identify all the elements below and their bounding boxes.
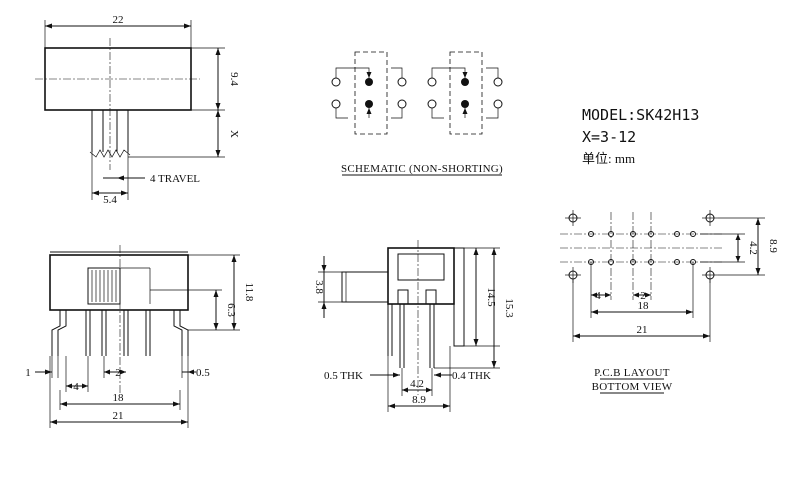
side-total-height-label: 15.3 xyxy=(503,298,515,318)
pcb-caption-line1: P.C.B LAYOUT xyxy=(594,367,670,379)
side-right-thk-label: 0.4 THK xyxy=(452,370,491,382)
side-body-height-label: 14.5 xyxy=(485,287,497,307)
top-x-label: X xyxy=(228,130,240,138)
front-pin-thk-label: 0.5 xyxy=(196,367,210,379)
pcb-layout: 4.2 8.9 4 2 18 21 P.C.B LAYOUT BOTTOM xyxy=(560,210,779,394)
side-actuator-height-label: 3.8 xyxy=(313,280,325,294)
pcb-caption-line2: BOTTOM VIEW xyxy=(592,381,673,393)
front-pin-width-label: 1 xyxy=(25,367,31,379)
front-body-height-label: 6.3 xyxy=(225,303,237,317)
schematic: SCHEMATIC (NON-SHORTING) xyxy=(331,51,503,176)
side-width-label: 8.9 xyxy=(412,394,426,406)
top-height-label: 9.4 xyxy=(228,72,240,86)
model-name: MODEL:SK42H13 xyxy=(582,106,699,124)
front-outer-span-label: 21 xyxy=(113,410,124,422)
top-width-label: 22 xyxy=(113,14,124,26)
front-outer-pitch-label: 4 xyxy=(73,381,79,393)
pcb-pitch-label: 2 xyxy=(640,290,646,302)
unit-label: 单位: mm xyxy=(582,151,635,166)
front-total-height-label: 11.8 xyxy=(243,283,255,302)
top-travel-label: 4 TRAVEL xyxy=(150,173,200,185)
pcb-outer-span-label: 21 xyxy=(637,324,648,336)
side-view: 3.8 14.5 15.3 0.5 THK 0.4 THK 4.2 8.9 xyxy=(313,240,515,412)
side-pin-pitch-label: 4.2 xyxy=(410,378,424,390)
front-pitch-label: 2 xyxy=(115,367,121,379)
pcb-inner-span-label: 18 xyxy=(638,300,650,312)
x-range: X=3-12 xyxy=(582,128,636,146)
top-actuator-width-label: 5.4 xyxy=(103,194,117,206)
pcb-height-label: 8.9 xyxy=(767,239,779,253)
front-view: 11.8 6.3 1 4 2 0.5 18 xyxy=(25,245,255,428)
pcb-outer-pitch-label: 4 xyxy=(595,290,601,302)
top-view: 22 9.4 X 5.4 4 TRAVEL xyxy=(35,14,240,206)
front-inner-span-label: 18 xyxy=(113,392,125,404)
schematic-caption: SCHEMATIC (NON-SHORTING) xyxy=(341,163,503,175)
model-info: MODEL:SK42H13 X=3-12 单位: mm xyxy=(582,106,699,166)
side-left-thk-label: 0.5 THK xyxy=(324,370,363,382)
pcb-row-spacing-label: 4.2 xyxy=(747,241,759,255)
